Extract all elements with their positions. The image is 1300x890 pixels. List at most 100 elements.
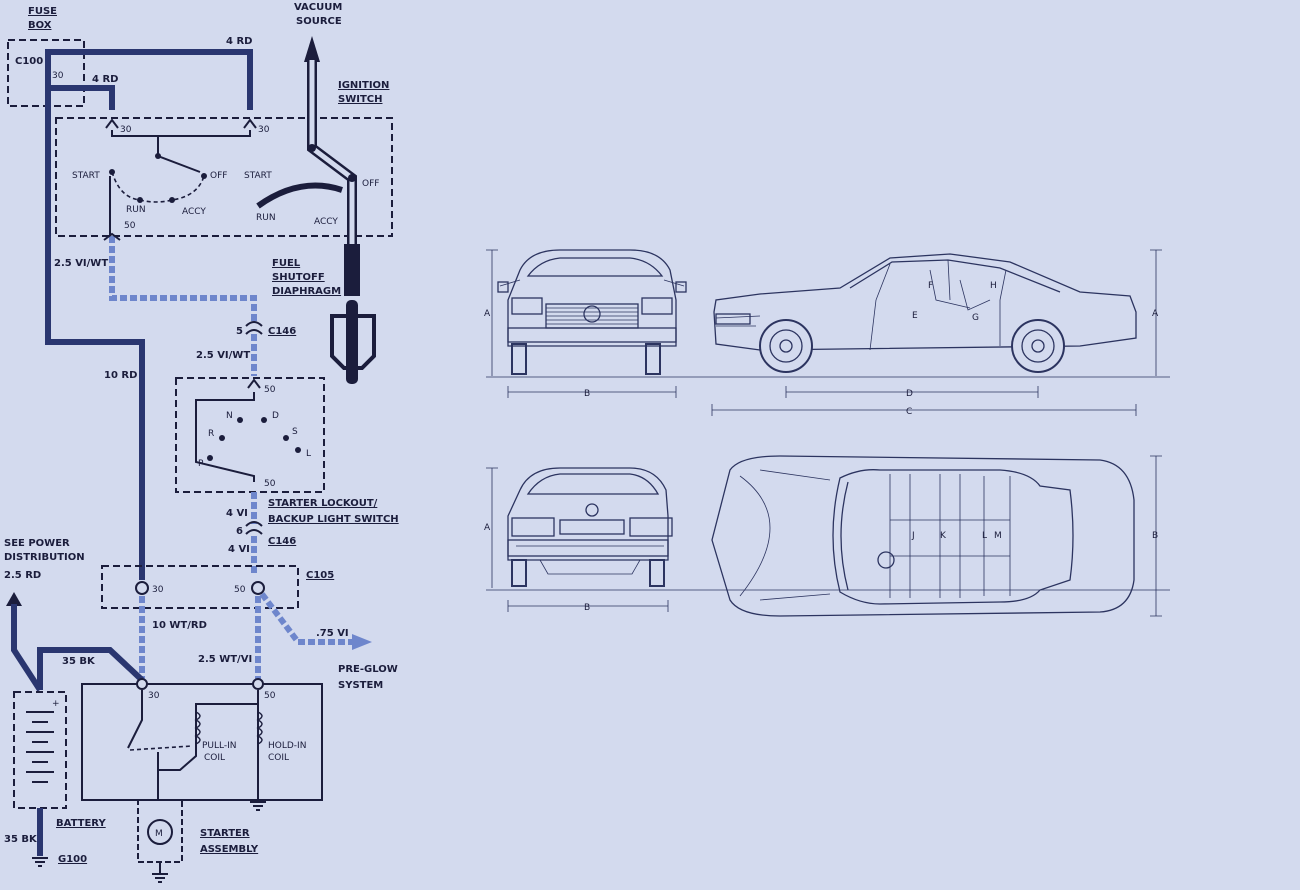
dim-c-label: C [906, 407, 912, 417]
pull-in-label-2: COIL [204, 753, 225, 763]
wire-10rd [45, 88, 145, 580]
fuse-box-label-1: FUSE [28, 6, 57, 17]
mark-e: E [912, 311, 918, 321]
wire-25viwt-upper [109, 236, 257, 322]
fuel-label-3: DIAPHRAGM [272, 286, 341, 297]
wire-75vi-label: .75 VI [316, 628, 349, 639]
solenoid-terminal-50: 50 [264, 691, 276, 701]
ign-pos-run-left: RUN [126, 205, 146, 215]
wire-25wtvi-label: 2.5 WT/VI [198, 654, 252, 665]
gear-p: P [198, 459, 204, 469]
dim-b-top-label: B [1152, 531, 1158, 541]
fuel-label-2: SHUTOFF [272, 272, 325, 283]
c146-label-upper: C146 [268, 326, 296, 337]
wire-4vi-label-2: 4 VI [228, 544, 250, 555]
mark-h: H [990, 281, 997, 291]
lockout-label-1: STARTER LOCKOUT/ [268, 498, 378, 509]
vehicle-blueprint: E F G H J K L [484, 249, 1170, 617]
ign-pos-off-left: OFF [210, 171, 227, 181]
lockout-internal-loop [195, 392, 255, 482]
ground-symbol-solenoid [250, 801, 266, 811]
dim-b-front [507, 386, 677, 398]
pull-in-lead [158, 690, 259, 771]
vacuum-line [309, 60, 355, 250]
wire-4rd-lower [45, 78, 115, 110]
mark-f: F [928, 281, 933, 291]
ign-contact-arm [157, 136, 201, 173]
wire-4rd-upper [45, 49, 253, 110]
preglow-arrow [352, 634, 372, 650]
lockout-terminal-50-bottom: 50 [264, 479, 276, 489]
dim-a-side-label: A [1152, 309, 1159, 319]
ground-symbol-motor [152, 862, 168, 883]
wire-4rd-label-1: 4 RD [226, 36, 252, 47]
wire-25viwt-label-1: 2.5 VI/WT [54, 258, 108, 269]
c146-label-lower: C146 [268, 536, 296, 547]
dim-a-rear [486, 467, 498, 588]
lockout-label-2: BACKUP LIGHT SWITCH [268, 514, 399, 525]
ign-pos-run-right: RUN [256, 213, 276, 223]
connector-30-left [105, 118, 119, 129]
dim-a-front-label: A [484, 309, 491, 319]
mark-g: G [972, 313, 979, 323]
ground-symbol-battery [32, 857, 48, 867]
ign-position-arc [111, 171, 205, 203]
top-view: J K L M [711, 455, 1135, 617]
ign-terminal-30-left: 30 [120, 125, 132, 135]
ignition-label-1: IGNITION [338, 80, 389, 91]
hold-in-label-1: HOLD-IN [268, 741, 306, 751]
gear-s: S [292, 427, 298, 437]
starter-label-1: STARTER [200, 828, 250, 839]
hold-in-coil [256, 711, 263, 745]
pin-6-label: 6 [236, 526, 243, 537]
lockout-terminal-50-top: 50 [264, 385, 276, 395]
g100-label: G100 [58, 854, 87, 865]
gear-r: R [208, 429, 214, 439]
wire-25rd [11, 604, 43, 692]
gear-l: L [306, 449, 311, 459]
wire-25viwt-label-2: 2.5 VI/WT [196, 350, 250, 361]
preglow-label-2: SYSTEM [338, 680, 383, 691]
ign-pos-accy-right: ACCY [314, 217, 338, 227]
ignition-label-2: SWITCH [338, 94, 382, 105]
mark-k: K [940, 531, 947, 541]
c105-label: C105 [306, 570, 334, 581]
dim-d-label: D [906, 389, 913, 399]
mark-m: M [994, 531, 1002, 541]
wiring-diagram: FUSE BOX C100 30 4 RD 4 RD 10 RD IGNITIO… [4, 2, 399, 883]
starter-label-2: ASSEMBLY [200, 844, 259, 855]
dim-d [785, 386, 1039, 398]
dim-a-rear-label: A [484, 523, 491, 533]
c105-terminal-50: 50 [234, 585, 246, 595]
dim-a-front [486, 249, 498, 376]
gear-d: D [272, 411, 279, 421]
rear-view [507, 467, 673, 587]
dim-a-side [1150, 249, 1162, 376]
wire-75vi [259, 592, 352, 645]
dim-b-top [1150, 455, 1162, 617]
vacuum-arrow [304, 36, 320, 62]
wire-35bk-label-top: 35 BK [62, 656, 96, 667]
c105-connector [101, 565, 299, 609]
hold-in-label-2: COIL [268, 753, 289, 763]
starter-motor [147, 819, 173, 845]
ign-bus [111, 130, 251, 137]
see-power-label-2: DISTRIBUTION [4, 552, 85, 563]
ignition-switch-box [55, 117, 393, 237]
battery-box [13, 691, 67, 809]
mark-j: J [911, 531, 915, 541]
dim-b-rear-label: B [584, 603, 590, 613]
c105-terminal-30: 30 [152, 585, 164, 595]
see-power-label-1: SEE POWER [4, 538, 70, 549]
ign-cam-slot [256, 182, 343, 209]
pull-in-label-1: PULL-IN [202, 741, 237, 751]
front-view [497, 249, 687, 375]
side-view: E F G H [713, 253, 1137, 373]
c100-label: C100 [15, 56, 43, 67]
fuel-label-1: FUEL [272, 258, 301, 269]
pin-5-label: 5 [236, 326, 243, 337]
ign-terminal-30-right: 30 [258, 125, 270, 135]
wire-4rd-label-2: 4 RD [92, 74, 118, 85]
